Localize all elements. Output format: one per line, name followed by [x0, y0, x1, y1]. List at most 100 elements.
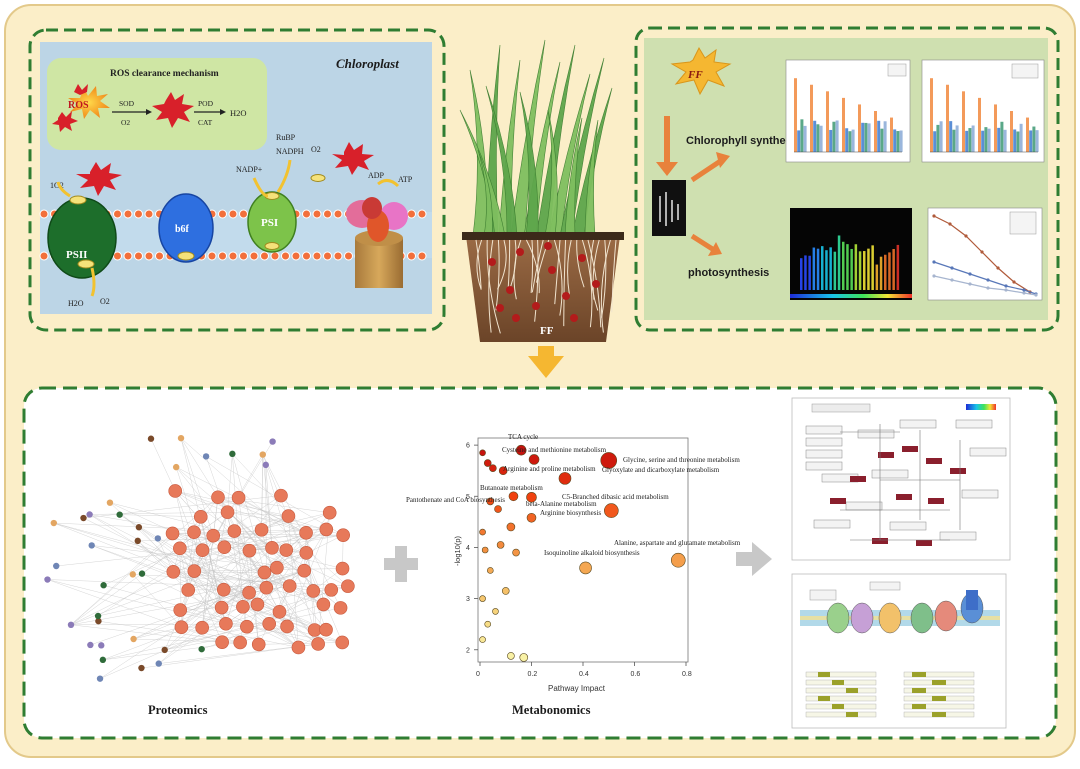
protein-node [188, 565, 201, 578]
spectrum-peak [800, 258, 803, 290]
metab-point [487, 567, 493, 573]
protein-node [169, 484, 182, 497]
kegg-gene-hit-right [932, 680, 946, 685]
protein-node-small [178, 435, 184, 441]
protein-node [300, 546, 313, 559]
kegg-label-box [810, 590, 836, 600]
protein-node [182, 583, 195, 596]
protein-node [292, 641, 305, 654]
protein-node [217, 583, 230, 596]
ff-particle [548, 266, 556, 274]
chloroplast-panel: Chloroplast ROS clearance mechanism ROS … [30, 30, 444, 330]
nadph-label: NADPH [276, 147, 304, 156]
ff-particle [488, 258, 496, 266]
metab-point [671, 553, 685, 567]
kegg-highlight [896, 494, 912, 500]
kegg-gene-hit-right [932, 696, 946, 701]
spectrum-peak [850, 249, 853, 290]
mini-bar [1004, 130, 1007, 152]
bar-chart-1-legend [888, 64, 906, 76]
light-curve-point [968, 272, 971, 275]
protein-node-small [51, 520, 57, 526]
protein-node [266, 541, 279, 554]
protein-node-small [260, 451, 266, 457]
kegg-gene-hit-right [912, 672, 926, 677]
ff-particle [506, 286, 514, 294]
mini-bar [972, 125, 975, 152]
light-curve-point [986, 278, 989, 281]
protein-node-small [138, 665, 144, 671]
rubp-label: RuBP [276, 133, 296, 142]
lipid-bead-bottom [408, 252, 416, 260]
light-response-legend [1010, 212, 1036, 234]
lipid-bead-bottom [345, 252, 353, 260]
adp-label: ADP [368, 171, 385, 180]
b6f-label: b6f [175, 224, 190, 235]
kegg-gene-hit [832, 704, 844, 709]
light-curve-point [950, 278, 953, 281]
mini-bar [933, 131, 936, 152]
spectrum-peak [884, 255, 887, 290]
lipid-bead-bottom [219, 252, 227, 260]
kegg-gene-hit [846, 712, 858, 717]
lipid-bead-top [219, 210, 227, 218]
mini-bar [1032, 127, 1035, 152]
psi-electron-carrier-2 [265, 243, 279, 250]
protein-node-small [107, 499, 113, 505]
light-curve-point [996, 266, 999, 269]
ff-particle [592, 280, 600, 288]
protein-node-small [155, 535, 161, 541]
protein-node [232, 491, 245, 504]
protein-node [251, 598, 264, 611]
kegg-map-bottom [792, 574, 1006, 728]
spectrum-peak [817, 249, 820, 290]
light-curve-point [1012, 280, 1015, 283]
metab-point [480, 637, 486, 643]
label-cysteine-methionine: Cysteine and methionine metabolism [502, 446, 607, 454]
spectrum-peak [863, 251, 866, 290]
light-curve-point [932, 274, 935, 277]
pod-label: POD [198, 99, 214, 108]
protein-node-small [100, 582, 106, 588]
light-curve-point [1034, 293, 1037, 296]
kegg-gene-hit [818, 672, 830, 677]
protein-node-small [269, 438, 275, 444]
protein-node [188, 526, 201, 539]
protein-node [194, 510, 207, 523]
spectrum-peak [846, 244, 849, 290]
metab-point [509, 492, 518, 501]
mini-bar [794, 78, 797, 152]
kegg-node [806, 462, 842, 470]
protein-node [334, 601, 347, 614]
protein-node [174, 604, 187, 617]
o2-carrier [311, 175, 325, 182]
lipid-bead-bottom [271, 252, 279, 260]
kegg-node [956, 420, 992, 428]
kegg-highlight [916, 540, 932, 546]
kegg-node [806, 450, 842, 458]
spectrum-peak [880, 257, 883, 290]
spectrum-peak [829, 247, 832, 290]
nadp-label: NADP+ [236, 165, 263, 174]
light-curve-point [986, 286, 989, 289]
metab-point [480, 529, 486, 535]
protein-node [175, 621, 188, 634]
chlorophyll-label: Chlorophyll synthesis [686, 135, 801, 147]
mini-bar [896, 131, 899, 152]
protein-node-small [44, 576, 50, 582]
kegg-node [806, 438, 842, 446]
grey-arrow-shaft [736, 552, 754, 566]
protein-node [196, 544, 209, 557]
mini-bar [820, 126, 823, 152]
plus-vertical [395, 546, 407, 582]
lipid-bead-top [324, 210, 332, 218]
lipid-bead-bottom [124, 252, 132, 260]
cat-label: CAT [198, 118, 213, 127]
lipid-bead-bottom [156, 252, 164, 260]
spectrum-peak [838, 235, 841, 290]
metab-x-tick-label: 0 [476, 671, 480, 678]
protein-node [308, 623, 321, 636]
atp-subunit-red [362, 197, 382, 219]
protein-node-small [156, 660, 162, 666]
light-curve-point [1022, 288, 1025, 291]
